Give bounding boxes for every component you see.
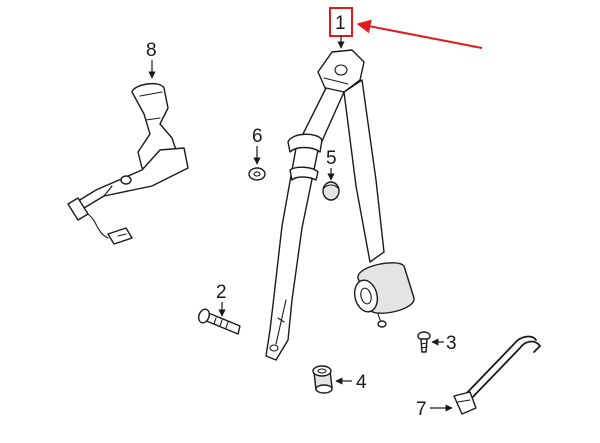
seat-belt-assembly — [265, 49, 415, 361]
belt-retractor — [353, 262, 415, 328]
callout-3: 3 — [431, 333, 457, 354]
callout-5: 5 — [326, 148, 337, 181]
callout-4: 4 — [335, 372, 367, 393]
bent-rod-clip — [453, 335, 541, 415]
belt-guide-loop — [287, 133, 323, 181]
callout-7: 7 — [416, 399, 453, 420]
callout-6-label: 6 — [252, 126, 263, 147]
callout-2: 2 — [216, 282, 227, 317]
cap — [322, 181, 340, 201]
callout-8-label: 8 — [146, 40, 157, 61]
callout-7-label: 7 — [416, 399, 427, 420]
spacer — [312, 365, 333, 394]
bolt — [197, 308, 241, 335]
callout-5-label: 5 — [326, 148, 337, 169]
callout-6: 6 — [252, 126, 263, 165]
callout-3-label: 3 — [446, 333, 457, 354]
callout-1-label: 1 — [335, 13, 346, 34]
callout-1: 1 — [329, 7, 353, 49]
screw — [417, 331, 431, 353]
belt-lower-strap — [265, 87, 345, 361]
callout-8: 8 — [146, 40, 157, 79]
belt-retractor-strap — [343, 79, 385, 263]
callout-4-label: 4 — [356, 372, 367, 393]
buckle-assembly — [67, 82, 189, 245]
washer — [248, 167, 266, 181]
callout-1-pointer-arrow — [356, 19, 483, 49]
callout-2-label: 2 — [216, 282, 227, 303]
